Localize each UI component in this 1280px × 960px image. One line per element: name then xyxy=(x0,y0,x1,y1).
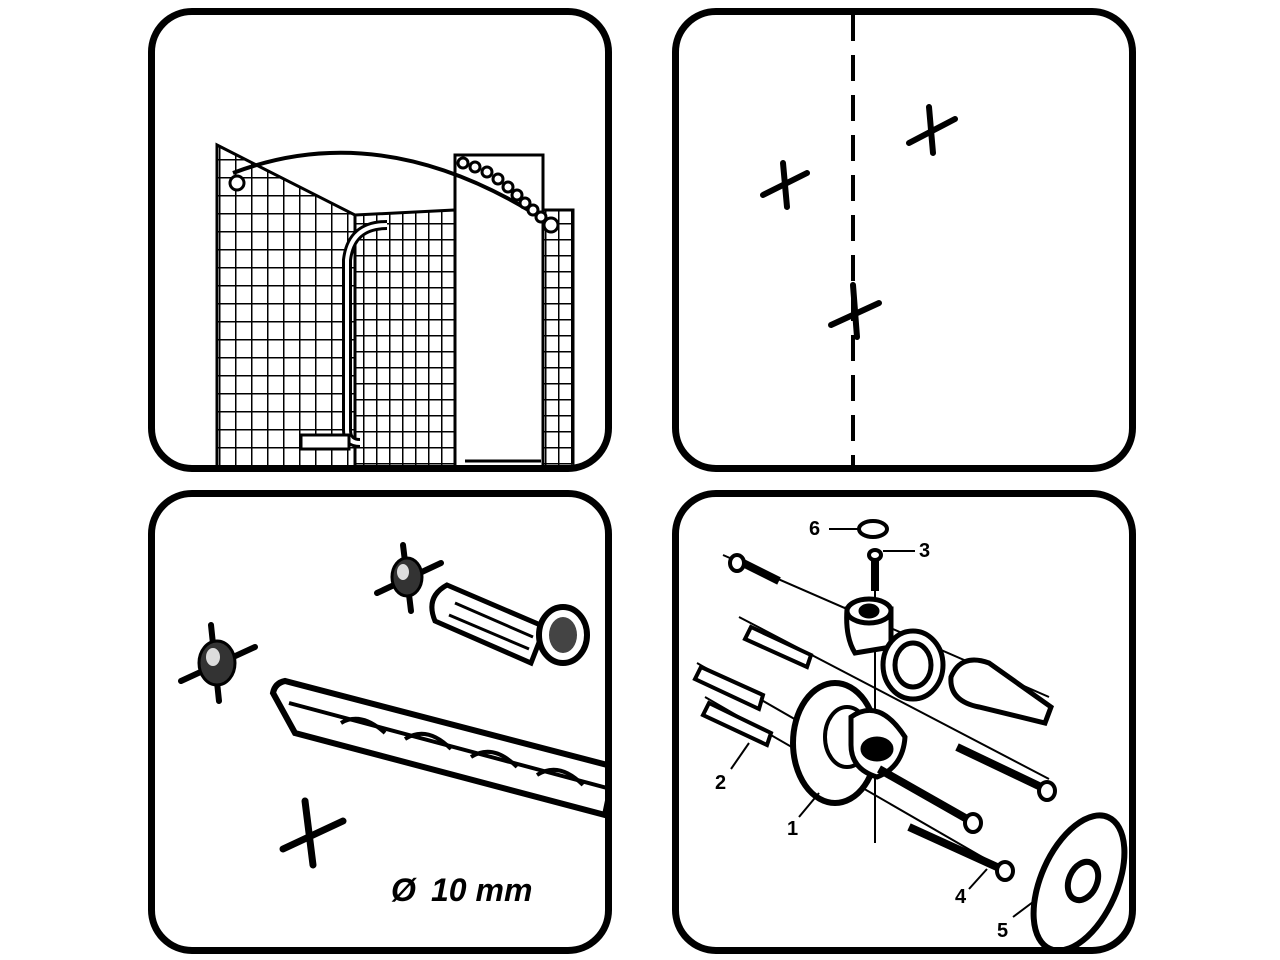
part-label-3: 3 xyxy=(919,540,930,562)
rail-bracket-right xyxy=(542,216,560,234)
drill-bit xyxy=(269,677,605,819)
drilled-hole-mark-right xyxy=(374,542,444,614)
panel-exploded-assembly: 6 3 1 2 4 5 xyxy=(672,490,1136,954)
wall-plug-upper xyxy=(742,624,814,670)
mounting-base xyxy=(848,707,908,780)
part-leader-lines xyxy=(730,528,1038,918)
grub-screw xyxy=(867,548,883,591)
shower-scene-illustration xyxy=(215,142,575,465)
part-label-4: 4 xyxy=(955,886,967,908)
panel-mark-drill-points xyxy=(672,8,1136,472)
drilled-hole-mark-left xyxy=(178,622,258,704)
part-label-1: 1 xyxy=(787,818,798,840)
rail-bracket-left xyxy=(228,174,246,192)
wall-plug xyxy=(429,582,590,667)
drilling-illustration: Ø 10 mm xyxy=(178,542,605,908)
cap-washer xyxy=(857,519,889,539)
cross-mark-left xyxy=(760,160,810,210)
left-tiled-wall xyxy=(215,142,357,465)
long-screws xyxy=(877,743,1057,882)
part-label-2: 2 xyxy=(715,772,726,794)
drill-diameter-symbol: Ø xyxy=(391,872,417,908)
cross-mark-bottom xyxy=(828,282,882,340)
shower-valve xyxy=(299,433,351,451)
screw-upper-left xyxy=(728,553,781,585)
part-label-6: 6 xyxy=(809,518,820,540)
part-label-5: 5 xyxy=(997,920,1008,942)
cross-mark-remaining xyxy=(279,797,347,869)
bracket-sleeve xyxy=(844,596,946,702)
back-tiled-wall xyxy=(353,208,457,465)
curtain-rail-arc xyxy=(232,150,551,225)
panel-shower-installed xyxy=(148,8,612,472)
cover-rosette xyxy=(1030,812,1128,947)
rail-tube xyxy=(948,657,1055,726)
drill-diameter-label: 10 mm xyxy=(431,872,532,908)
cross-mark-right xyxy=(906,104,958,156)
curtain-rings xyxy=(456,156,548,224)
wall-plug-lower xyxy=(692,664,774,748)
panel-drill-and-plug: Ø 10 mm xyxy=(148,490,612,954)
marking-illustration xyxy=(760,15,958,465)
right-tiled-strip xyxy=(541,208,575,465)
exploded-assembly-illustration: 6 3 1 2 4 5 xyxy=(692,518,1128,947)
